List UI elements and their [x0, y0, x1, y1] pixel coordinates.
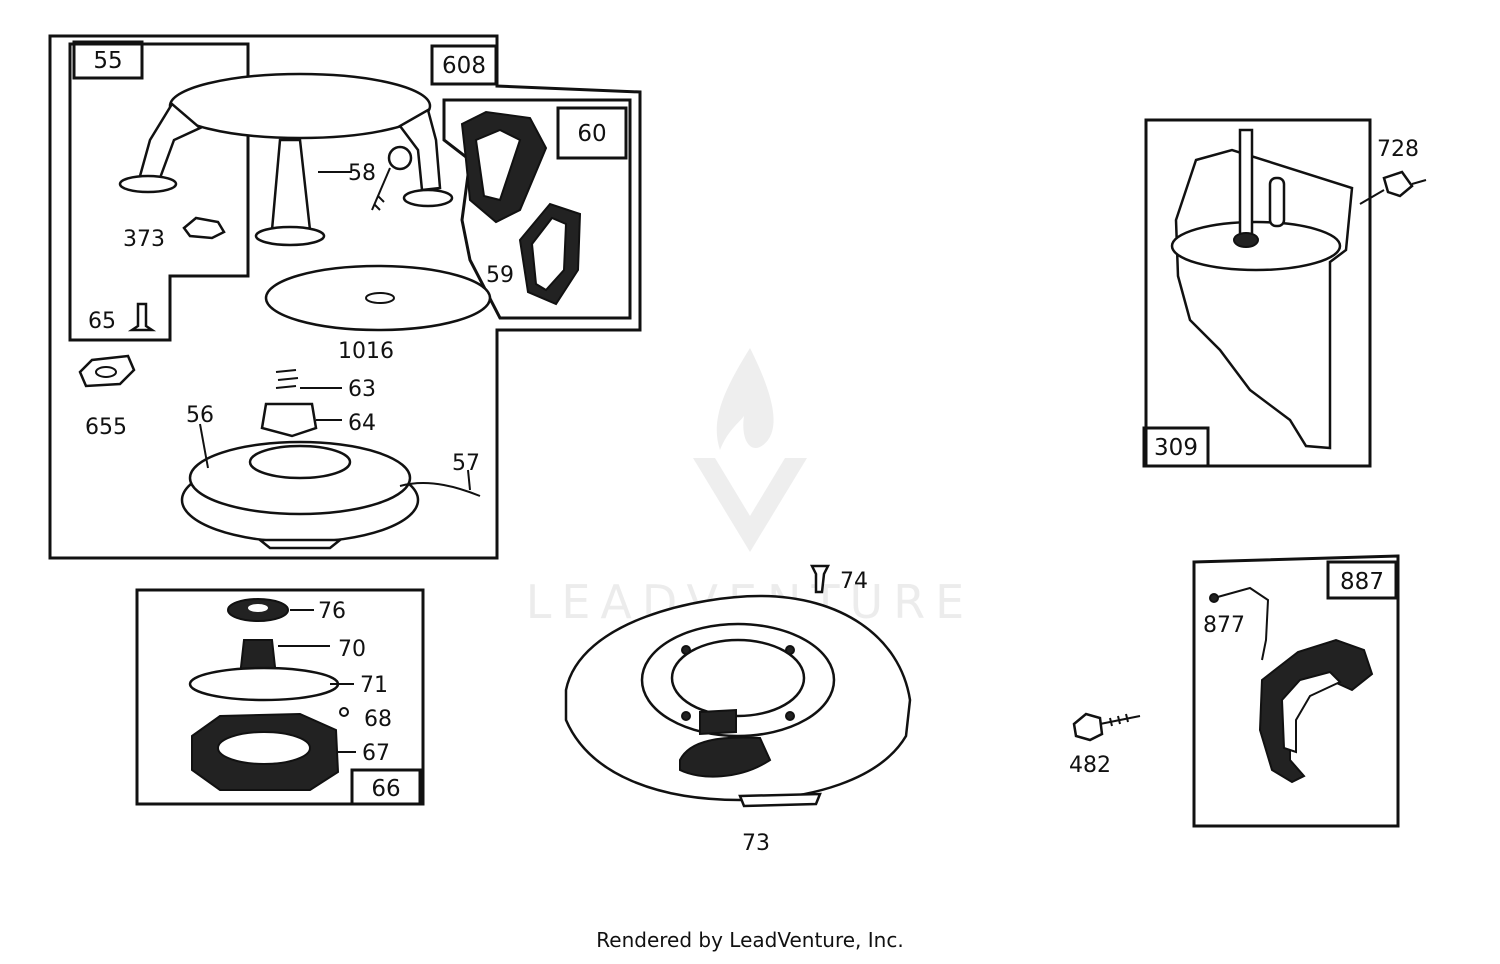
- svg-text:55: 55: [93, 48, 122, 74]
- callout-76: 76: [318, 599, 346, 624]
- callout-56: 56: [186, 403, 214, 428]
- washer-part: 373: [123, 216, 226, 252]
- callout-64: 64: [348, 411, 376, 436]
- blower-housing-part: [1170, 128, 1354, 450]
- pulley-part: 56 57: [180, 403, 481, 550]
- callout-482: 482: [1069, 753, 1111, 778]
- rotating-screen-group: 74 73: [564, 564, 912, 856]
- callout-59: 59: [486, 263, 514, 288]
- pawl-part: 59: [486, 202, 582, 306]
- cup-71-part: 71: [188, 666, 388, 702]
- box-label-55: 55: [72, 40, 144, 80]
- starter-housing-part: [118, 72, 454, 247]
- callout-728: 728: [1377, 137, 1419, 162]
- callout-68: 68: [364, 707, 392, 732]
- callout-63: 63: [348, 377, 376, 402]
- callout-74: 74: [840, 569, 868, 594]
- callout-57: 57: [452, 451, 480, 476]
- callout-71: 71: [360, 673, 388, 698]
- screw-part: 65: [88, 302, 157, 334]
- callout-67: 67: [362, 741, 390, 766]
- svg-text:60: 60: [577, 121, 606, 147]
- recoil-starter-group: 55 608 60 58: [48, 34, 642, 560]
- ball-68-part: 68: [339, 707, 392, 732]
- blower-housing-group: 309 728: [1142, 118, 1427, 468]
- plate-part: 1016: [264, 264, 492, 364]
- rope-guide-part: 58: [318, 145, 413, 211]
- callout-65: 65: [88, 309, 116, 334]
- screw-74-part: 74: [809, 564, 868, 594]
- armature-group: 887 877: [1192, 554, 1400, 828]
- seal-part: 655: [78, 354, 136, 440]
- svg-text:608: 608: [442, 53, 486, 79]
- footer-credit: Rendered by LeadVenture, Inc.: [596, 928, 904, 952]
- svg-text:66: 66: [371, 776, 400, 802]
- box-label-887: 887: [1326, 560, 1398, 600]
- clip-728-part: 728: [1359, 137, 1427, 205]
- clutch-assembly-group: 66 76 70 71 68 67: [135, 588, 425, 806]
- callout-877: 877: [1203, 613, 1245, 638]
- housing-67-part: 67: [191, 712, 390, 791]
- spring-retainer-part: 63 64: [260, 369, 376, 438]
- box-label-66: 66: [350, 768, 422, 806]
- callout-58: 58: [348, 161, 376, 186]
- box-label-309: 309: [1142, 426, 1210, 468]
- callout-1016: 1016: [338, 339, 394, 364]
- box-label-60: 60: [556, 106, 628, 160]
- svg-text:309: 309: [1154, 435, 1198, 461]
- callout-73: 73: [742, 831, 770, 856]
- washer-76-part: 76: [227, 598, 346, 624]
- callout-655: 655: [85, 415, 127, 440]
- ignition-armature-part: [1209, 586, 1374, 784]
- flame-logo-icon: [693, 348, 807, 552]
- svg-text:887: 887: [1340, 569, 1384, 595]
- starter-handle-part: [460, 110, 548, 224]
- box-label-608: 608: [430, 44, 498, 86]
- callout-70: 70: [338, 637, 366, 662]
- callout-373: 373: [123, 227, 165, 252]
- bolt-482-part: 482: [1069, 712, 1141, 778]
